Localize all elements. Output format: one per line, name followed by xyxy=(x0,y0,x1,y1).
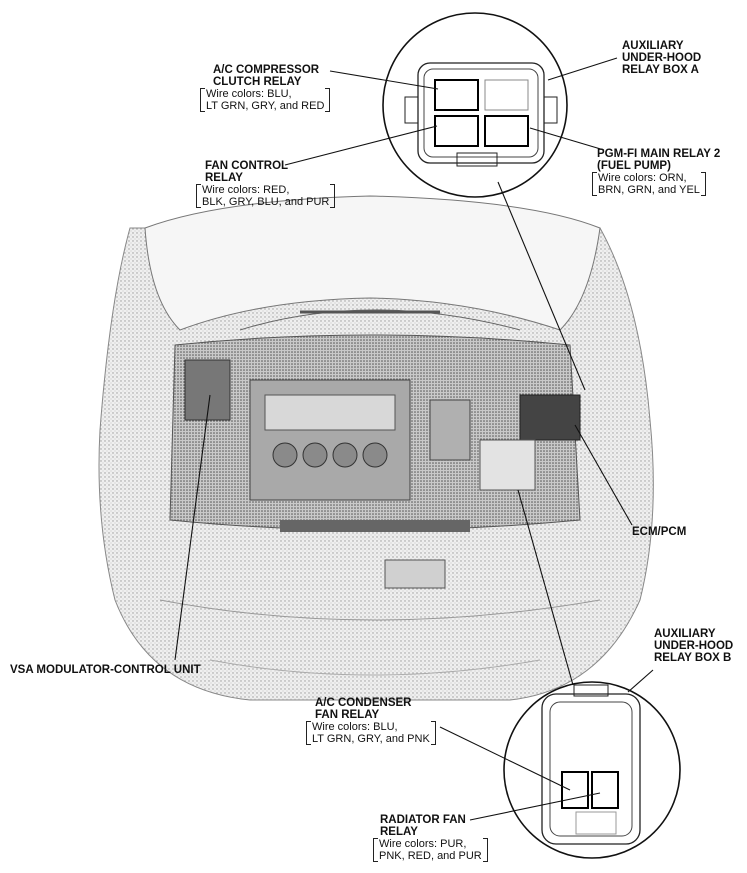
ac-compressor-wire-colors: Wire colors: BLU,LT GRN, GRY, and RED xyxy=(200,88,331,112)
ecm-pcm-label: ECM/PCM xyxy=(632,526,687,538)
relay-box-b-inset xyxy=(503,681,681,859)
relay-box-a-inset xyxy=(382,12,568,198)
vsa-modulator-control-unit-label: VSA MODULATOR-CONTROL UNIT xyxy=(10,664,201,676)
pgm-fi-main-relay-label: PGM-FI MAIN RELAY 2(FUEL PUMP) xyxy=(597,148,721,172)
pgm-fi-wire-colors: Wire colors: ORN,BRN, GRN, and YEL xyxy=(592,172,706,196)
radiator-fan-wire-colors: Wire colors: PUR,PNK, RED, and PUR xyxy=(373,838,488,862)
leader-lines xyxy=(174,57,654,821)
fan-control-wire-colors: Wire colors: RED,BLK, GRY, BLU, and PUR xyxy=(196,184,336,208)
car-illustration xyxy=(98,195,654,701)
ac-condenser-wire-colors: Wire colors: BLU,LT GRN, GRY, and PNK xyxy=(306,721,436,745)
